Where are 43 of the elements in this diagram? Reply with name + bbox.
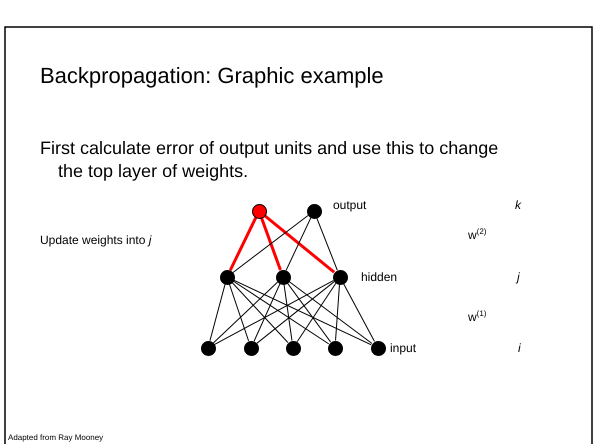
connection-line	[264, 214, 336, 274]
bullet-text: First calculate error of output units and use this to change the top layer of weights.	[40, 137, 500, 182]
connection-line	[343, 283, 375, 342]
connection-line	[233, 280, 372, 346]
connection-line	[286, 282, 332, 342]
neuron	[370, 340, 386, 356]
neuron	[328, 340, 342, 356]
connection-line	[214, 280, 334, 345]
connection-line	[335, 284, 340, 342]
connection-line	[288, 281, 372, 344]
neuron	[332, 270, 348, 284]
connection-line	[260, 218, 282, 270]
layer-annotation: Update weights into j	[40, 233, 152, 248]
neuron	[200, 340, 216, 356]
connection-line	[256, 281, 335, 344]
connection-line	[254, 283, 280, 342]
weight-label: w$^{(1)}$	[468, 309, 486, 324]
neuron	[306, 204, 322, 218]
index-label: i	[518, 341, 521, 356]
neuron	[220, 270, 234, 284]
source-note: Adapted from Ray Mooney	[8, 433, 104, 443]
layer-label: output	[333, 198, 366, 212]
connection-line	[296, 282, 336, 342]
connection-line	[286, 217, 312, 271]
index-label: k	[515, 198, 521, 212]
connection-line	[209, 284, 226, 342]
connection-line	[232, 282, 288, 343]
connection-line	[228, 217, 258, 271]
connection-line	[284, 284, 292, 342]
highlighted-neuron	[252, 204, 266, 218]
connection-line	[232, 215, 309, 273]
weight-label: w$^{(2)}$	[468, 227, 486, 242]
connection-line	[232, 280, 330, 344]
neuron	[244, 340, 258, 356]
connection-line	[316, 217, 338, 271]
connection-line	[228, 284, 250, 342]
slide-title: Backpropagation: Graphic example	[40, 63, 384, 89]
layer-label: input	[390, 341, 416, 356]
neuron	[286, 340, 300, 356]
layer-label: hidden	[361, 270, 398, 284]
connection-line	[212, 282, 278, 344]
index-label: j	[517, 270, 520, 284]
neuron	[276, 270, 290, 284]
